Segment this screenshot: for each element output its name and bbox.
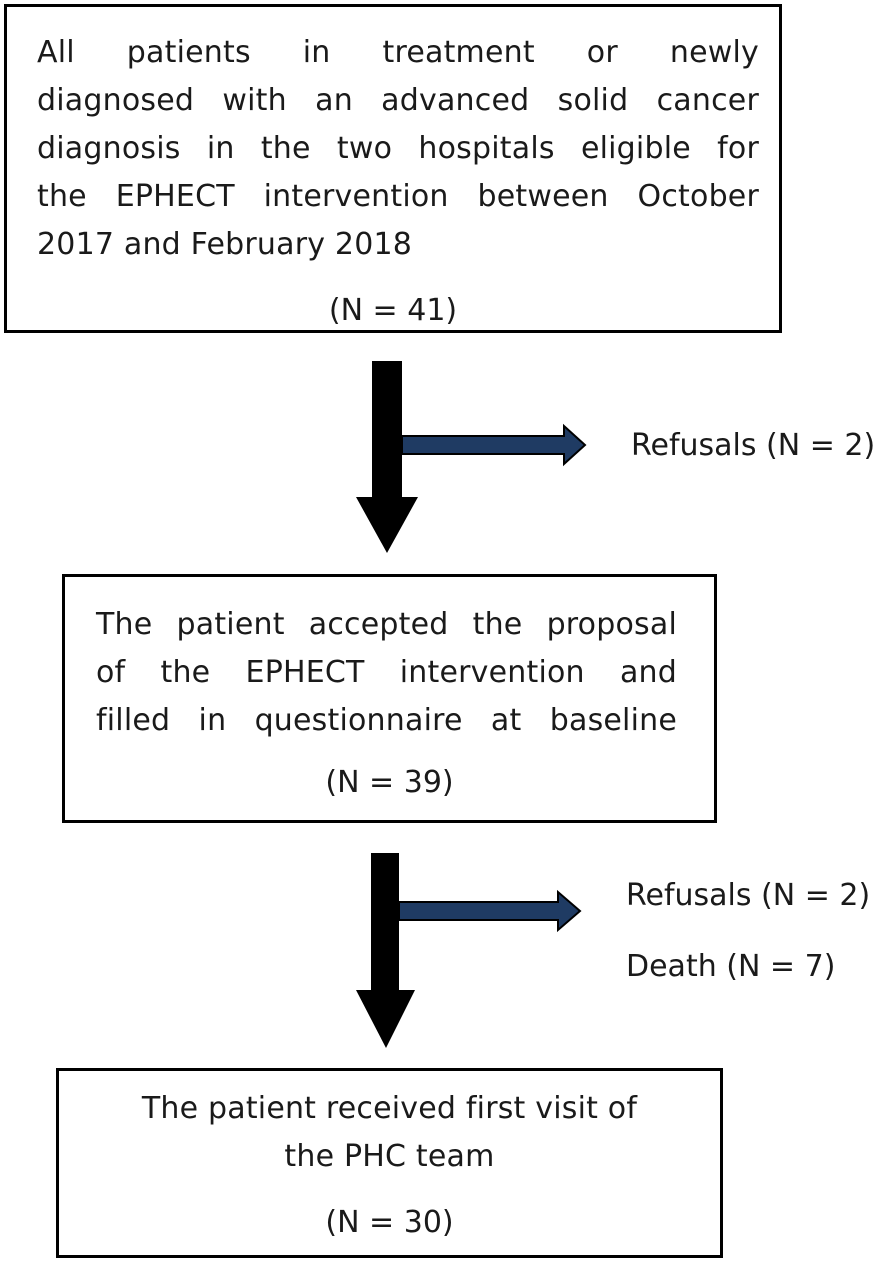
text-line: The patient received first visit of [141, 1091, 638, 1126]
flow-box-accepted: The patient accepted the proposal of the… [62, 574, 717, 823]
text-line: 2017 and February 2018 [37, 227, 413, 262]
text-line: of the EPHECT intervention and [96, 655, 677, 690]
text-line: diagnosed with an advanced solid cancer [37, 83, 759, 118]
text-line: the PHC team [284, 1139, 495, 1174]
flow-box-eligible: All patients in treatment or newly diagn… [4, 4, 782, 333]
down-arrow-icon [356, 361, 418, 553]
flow-box-eligible-text: All patients in treatment or newly diagn… [37, 29, 759, 269]
text-line: the EPHECT intervention between October [37, 179, 759, 214]
exclusion-label-death: Death (N = 7) [626, 949, 836, 984]
flow-box-count: (N = 39) [325, 765, 454, 800]
exclusion-label-refusals: Refusals (N = 2) [626, 878, 871, 913]
flow-box-accepted-text: The patient accepted the proposal of the… [96, 601, 677, 745]
right-arrow-icon [401, 423, 587, 467]
text-line: The patient accepted the proposal [96, 607, 677, 642]
flow-box-count: (N = 41) [328, 293, 458, 328]
text-line: filled in questionnaire at baseline [96, 703, 677, 738]
flow-box-count: (N = 30) [325, 1205, 454, 1240]
text-line: diagnosis in the two hospitals eligible … [37, 131, 759, 166]
exclusion-label-refusals: Refusals (N = 2) [631, 428, 876, 463]
right-arrow-icon [398, 889, 582, 933]
flow-box-first-visit-text: The patient received first visit of the … [99, 1085, 680, 1181]
down-arrow-icon [356, 853, 415, 1048]
text-line: All patients in treatment or newly [37, 35, 759, 70]
flow-box-first-visit: The patient received first visit of the … [56, 1068, 723, 1258]
